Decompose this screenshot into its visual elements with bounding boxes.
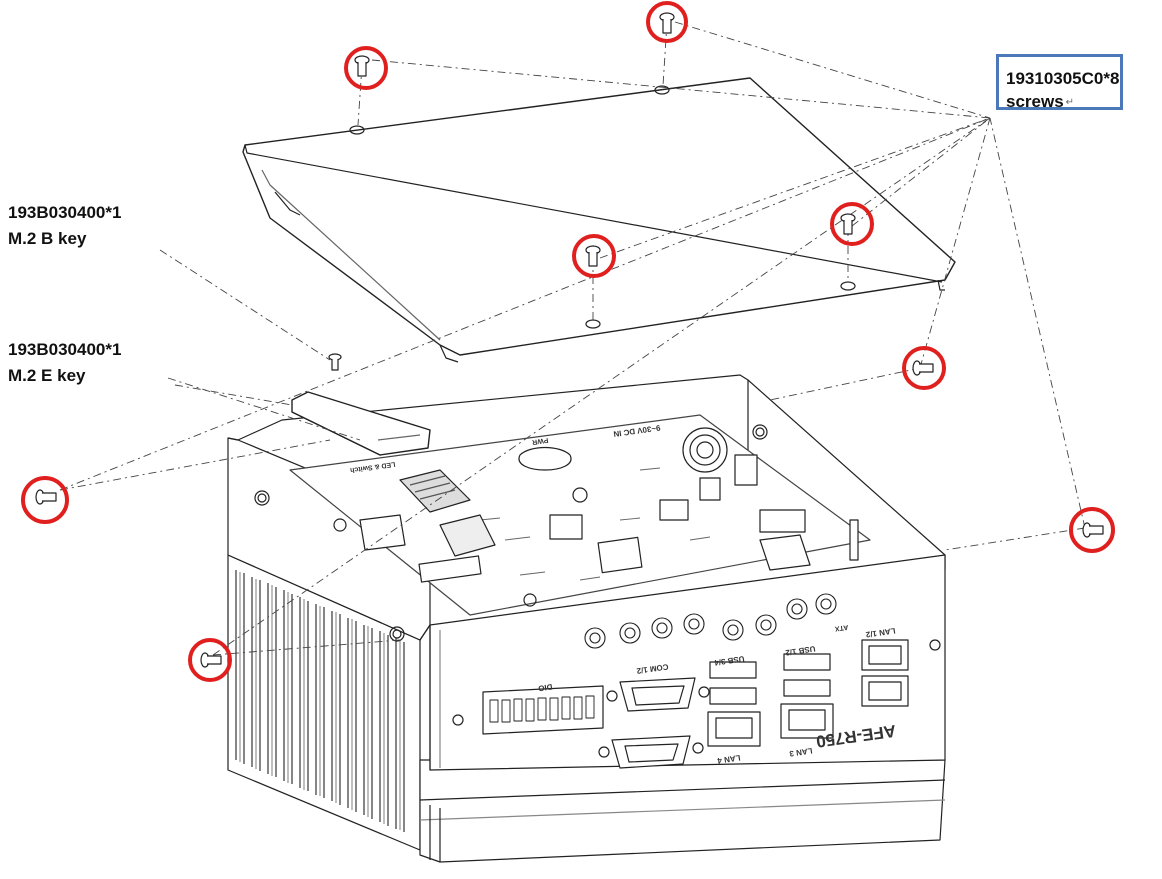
screw-icon (659, 12, 675, 34)
highlight-circles (21, 1, 1115, 682)
e-key-part-number: 193B030400*1 (8, 340, 122, 359)
screws-description: screws↵ (1006, 92, 1075, 111)
b-key-callout: 193B030400*1 M.2 B key (8, 200, 121, 252)
highlight-circle (344, 46, 388, 90)
highlight-circle (188, 638, 232, 682)
b-key-description: M.2 B key (8, 229, 87, 248)
highlight-circle (572, 234, 616, 278)
e-key-callout: 193B030400*1 M.2 E key (8, 337, 121, 389)
com12-label: COM 1/2 (635, 662, 668, 675)
screws-part-number: 19310305C0*8 (1006, 69, 1120, 88)
usb12-label: USB 1/2 (784, 644, 816, 657)
screw-icon (912, 360, 934, 376)
highlight-circle (830, 202, 874, 246)
e-key-description: M.2 E key (8, 366, 86, 385)
highlight-circle (1069, 507, 1115, 553)
lan12-label: LAN 1/2 (865, 626, 896, 639)
dio-label: DIO (538, 682, 553, 693)
screw-icon (200, 652, 222, 668)
antenna-label: ATX (834, 623, 849, 632)
usb-lan-stack-right (780, 653, 834, 739)
highlight-circle (902, 346, 946, 390)
b-key-part-number: 193B030400*1 (8, 203, 122, 222)
top-cover (242, 77, 956, 363)
paragraph-mark-icon: ↵ (1065, 97, 1075, 108)
screw-icon (1082, 522, 1104, 538)
highlight-circle (646, 1, 688, 43)
screw-icon (354, 55, 370, 77)
antenna-connectors (584, 593, 837, 649)
screw-icon (328, 353, 342, 371)
front-io-panel (452, 593, 941, 769)
screws-callout-box: 19310305C0*8 screws↵ (996, 54, 1123, 111)
motherboard (289, 391, 871, 616)
pwr-label: PWR (532, 436, 549, 445)
lan3-label: LAN 3 (788, 746, 813, 758)
screw-icon (585, 245, 601, 267)
lan-stack (861, 639, 909, 707)
screw-icon (840, 213, 856, 235)
heatsink-fins (227, 554, 946, 863)
highlight-circle (21, 476, 69, 524)
usb-lan-stack-left (707, 661, 761, 747)
screws (35, 12, 1104, 668)
usb34-label: USB 3/4 (713, 654, 745, 667)
screw-icon (35, 489, 57, 505)
lan4-label: LAN 4 (716, 753, 741, 765)
